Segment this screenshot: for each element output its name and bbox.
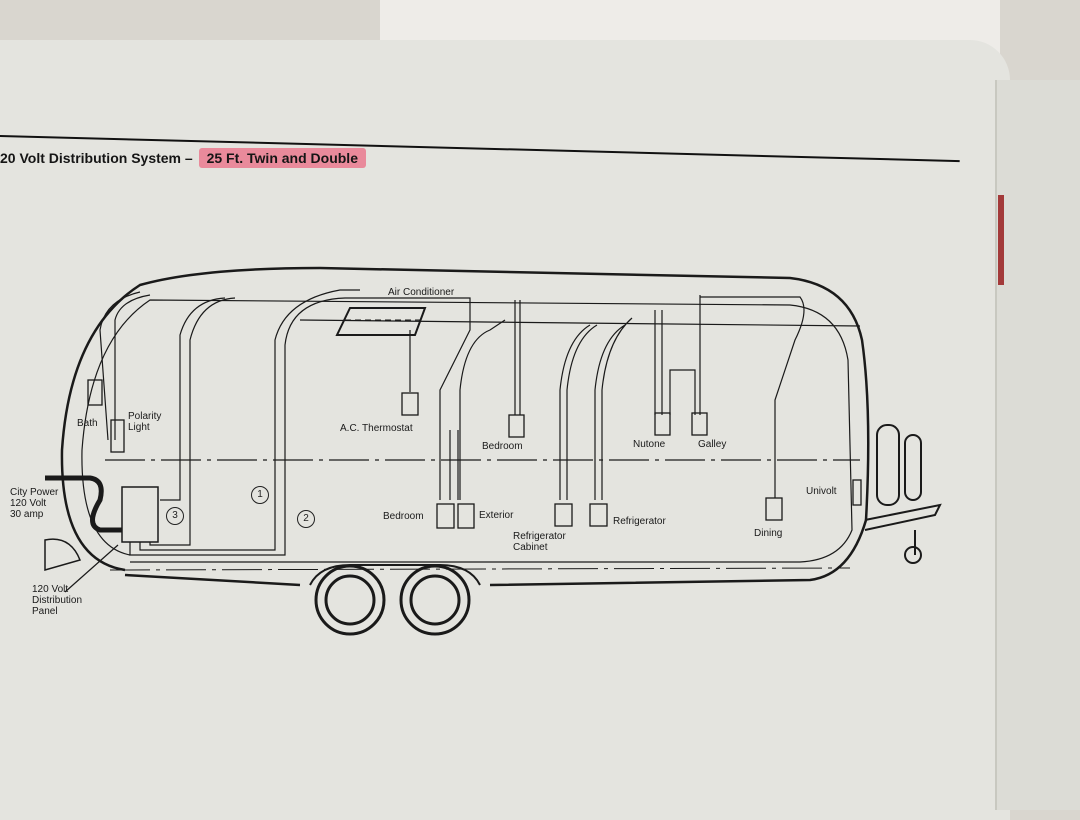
univolt-box [852,479,862,506]
propane-tanks [876,424,922,506]
bedroom-bottom-outlet [436,503,455,529]
label-bedroom-bottom: Bedroom [383,511,424,522]
title-highlighted-subtitle: 25 Ft. Twin and Double [198,148,366,168]
trailer-inner-outline [81,299,853,563]
label-exterior: Exterior [479,510,514,521]
next-page-edge [995,80,1080,810]
circuit-3-marker: 3 [166,507,184,525]
air-conditioner-unit [335,307,427,336]
polarity-light-box [110,419,125,453]
label-dining: Dining [754,528,783,539]
hitch [864,503,942,555]
label-univolt: Univolt [806,486,837,497]
page-title: 20 Volt Distribution System – 25 Ft. Twi… [0,148,366,168]
label-refrigerator: Refrigerator [613,516,666,527]
bedroom-top-outlet [508,414,525,438]
title-dash: – [184,150,193,166]
title-text: 20 Volt Distribution System [0,150,181,166]
label-bedroom-top: Bedroom [482,441,523,452]
dining-outlet [765,497,783,521]
exterior-outlet [457,503,475,529]
power-cord [45,475,122,533]
label-nutone: Nutone [633,439,666,450]
refrigerator-cabinet-outlet [554,503,573,527]
hitch-tongue [44,538,82,571]
label-air-conditioner: Air Conditioner [388,287,455,298]
jack-wheel [904,546,922,564]
bath-outlet [87,379,103,406]
page-tab [998,195,1004,285]
refrigerator-outlet [589,503,608,527]
circuit-wires [99,289,861,556]
label-galley: Galley [698,439,727,450]
circuit-1-marker: 1 [251,486,269,504]
panel-arrow [64,544,119,593]
manual-page [0,40,1010,820]
label-ac-thermostat: A.C. Thermostat [340,423,413,434]
nutone-outlet [654,412,671,436]
distribution-panel-box [121,486,159,543]
trailer-body-outline [60,266,870,587]
wheels [309,564,481,636]
galley-outlet [691,412,708,436]
ac-thermostat-box [401,392,419,416]
label-bath: Bath [77,418,98,429]
circuit-2-marker: 2 [297,510,315,528]
floor-dashed [109,567,851,571]
